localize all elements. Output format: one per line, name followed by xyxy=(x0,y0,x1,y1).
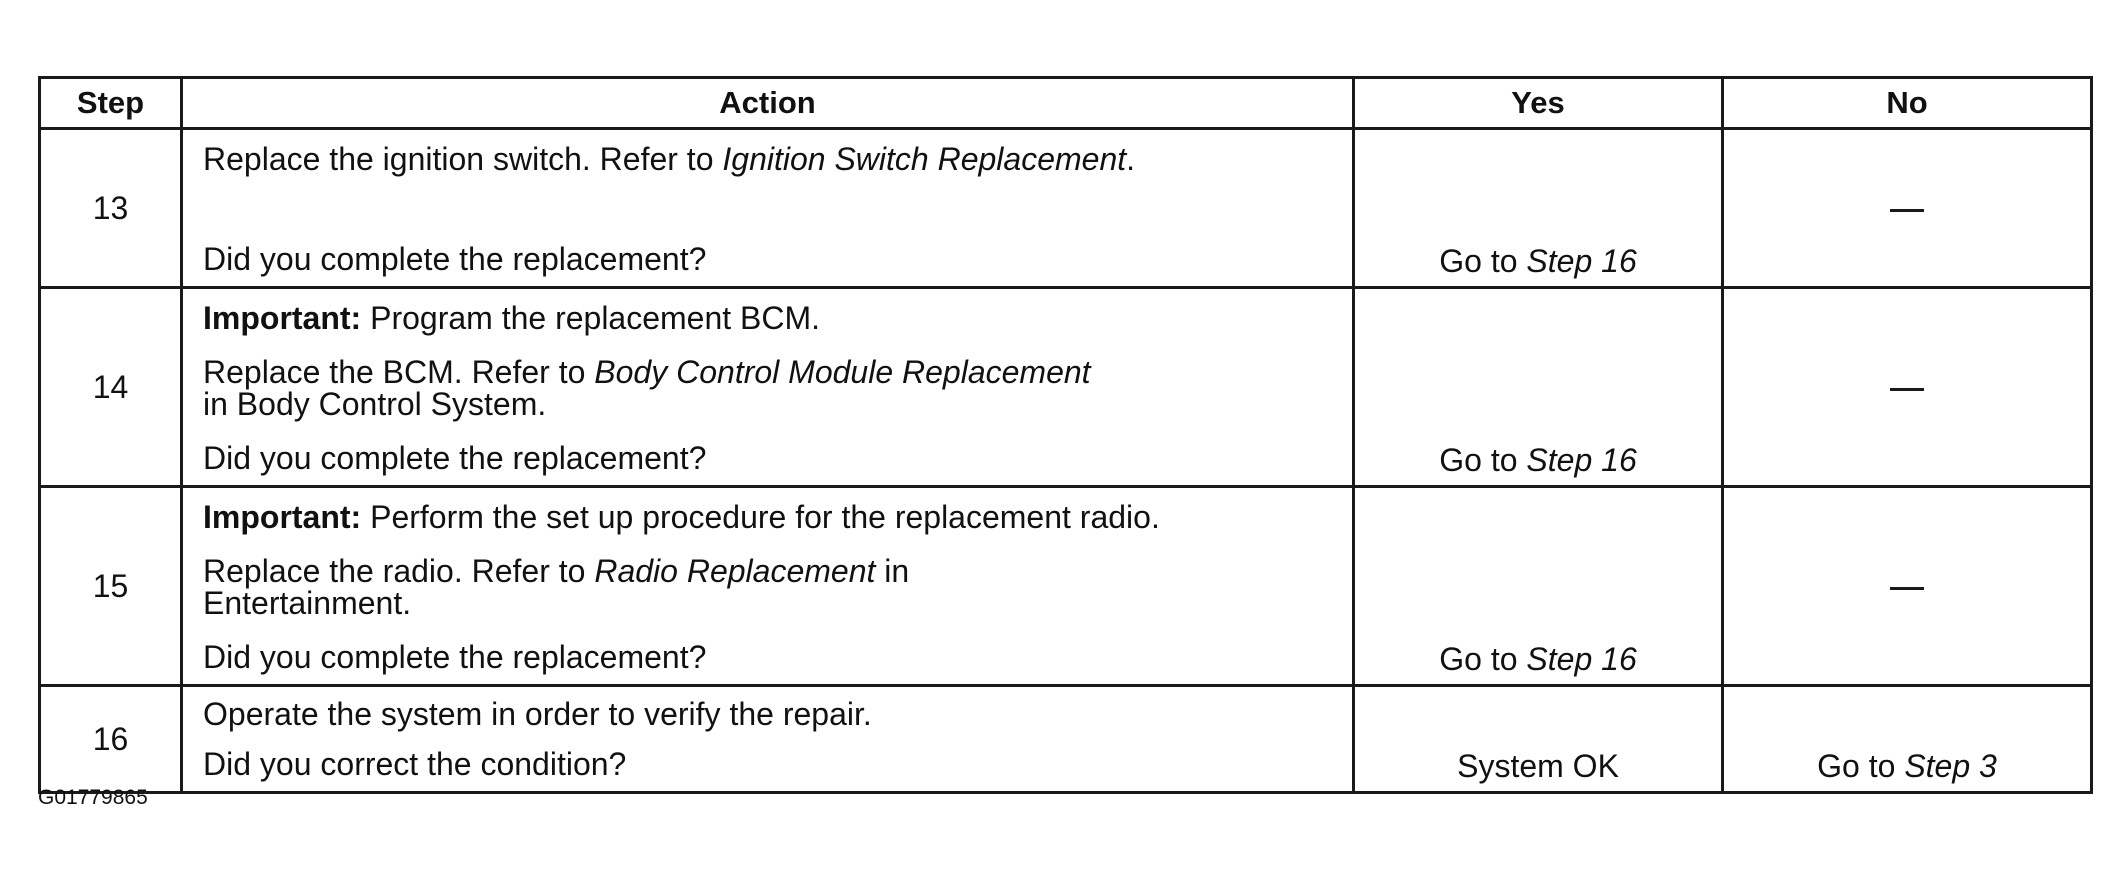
action-cell: Operate the system in order to verify th… xyxy=(180,684,1355,794)
action-question: Did you complete the replacement? xyxy=(203,639,707,675)
important-note: Important: Program the replacement BCM. xyxy=(203,300,821,336)
diagnostic-table: Step Action Yes No 13 Replace the igniti… xyxy=(38,76,2093,794)
step-reference: Step 16 xyxy=(1526,641,1637,677)
procedure-reference: Body Control Module Replacement xyxy=(594,354,1091,390)
action-question: Did you complete the replacement? xyxy=(203,440,707,476)
important-label: Important: xyxy=(203,499,362,535)
action-cell: Replace the ignition switch. Refer to Ig… xyxy=(180,127,1355,289)
step-reference: Step 3 xyxy=(1904,748,1997,784)
no-result xyxy=(1721,485,2093,687)
yes-result: Go to Step 16 xyxy=(1352,286,1724,488)
action-cell: Important: Perform the set up procedure … xyxy=(180,485,1355,687)
important-label: Important: xyxy=(203,300,362,336)
table-row: 14 Important: Program the replacement BC… xyxy=(38,286,2093,488)
yes-result: Go to Step 16 xyxy=(1352,485,1724,687)
action-instruction: Replace the ignition switch. Refer to Ig… xyxy=(203,141,1136,177)
procedure-reference: Radio Replacement xyxy=(594,553,876,589)
header-no: No xyxy=(1721,76,2093,130)
em-dash xyxy=(1890,387,1924,391)
action-instruction: Replace the BCM. Refer to Body Control M… xyxy=(203,354,1091,422)
table-row: 15 Important: Perform the set up procedu… xyxy=(38,485,2093,687)
action-instruction: Replace the radio. Refer to Radio Replac… xyxy=(203,553,910,621)
action-question: Did you correct the condition? xyxy=(203,746,627,782)
yes-result: Go to Step 16 xyxy=(1352,127,1724,289)
yes-result: System OK xyxy=(1352,684,1724,794)
table-header-row: Step Action Yes No xyxy=(38,76,2093,130)
important-note: Important: Perform the set up procedure … xyxy=(203,499,1160,535)
header-yes: Yes xyxy=(1352,76,1724,130)
em-dash xyxy=(1890,208,1924,212)
header-action: Action xyxy=(180,76,1355,130)
action-instruction: Operate the system in order to verify th… xyxy=(203,696,872,732)
step-number: 14 xyxy=(38,286,183,488)
header-step: Step xyxy=(38,76,183,130)
step-number: 16 xyxy=(38,684,183,794)
action-question: Did you complete the replacement? xyxy=(203,241,707,277)
procedure-reference: Ignition Switch Replacement xyxy=(722,141,1127,177)
action-cell: Important: Program the replacement BCM. … xyxy=(180,286,1355,488)
table-row: 16 Operate the system in order to verify… xyxy=(38,684,2093,794)
em-dash xyxy=(1890,586,1924,590)
step-number: 15 xyxy=(38,485,183,687)
no-result xyxy=(1721,127,2093,289)
step-number: 13 xyxy=(38,127,183,289)
no-result xyxy=(1721,286,2093,488)
step-reference: Step 16 xyxy=(1526,442,1637,478)
figure-id: G01779865 xyxy=(38,786,148,809)
no-result: Go to Step 3 xyxy=(1721,684,2093,794)
step-reference: Step 16 xyxy=(1526,243,1637,279)
table-row: 13 Replace the ignition switch. Refer to… xyxy=(38,127,2093,289)
